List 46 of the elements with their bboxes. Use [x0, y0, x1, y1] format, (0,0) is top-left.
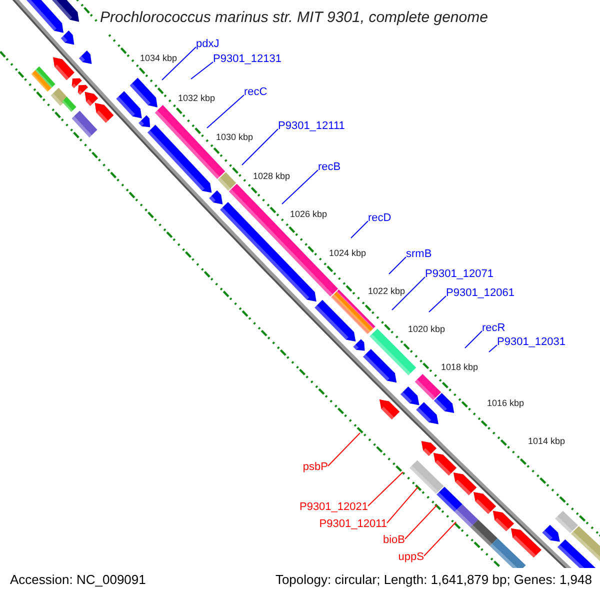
- scale-label: 1028 kbp: [253, 170, 290, 182]
- leader-line: [424, 522, 456, 556]
- scale-label: 1022 kbp: [368, 285, 406, 297]
- gene-label: recB: [318, 160, 341, 174]
- map-title: Prochlorococcus marinus str. MIT 9301, complete genome: [100, 9, 488, 27]
- gene-label: P9301_12021: [299, 500, 368, 514]
- leader-line: [464, 330, 482, 348]
- gene-label: bioB: [382, 533, 405, 547]
- scale-label: 1018 kbp: [441, 361, 478, 373]
- scale-label: 1014 kbp: [528, 435, 566, 447]
- leader-line: [282, 170, 318, 204]
- scale-label: 1032 kbp: [178, 92, 216, 104]
- scale-label: 1020 kbp: [408, 323, 446, 335]
- gene-label: P9301_12031: [497, 335, 566, 349]
- gene-label: recD: [368, 211, 392, 225]
- scale-label: 1024 kbp: [329, 247, 366, 259]
- leader-line: [488, 344, 498, 352]
- gene-label: P9301_12111: [278, 119, 345, 133]
- leader-line: [328, 432, 360, 466]
- gene-label: recC: [244, 85, 268, 99]
- gene-label: P9301_12061: [446, 286, 515, 300]
- leader-line: [350, 220, 368, 238]
- gene-label: srmB: [406, 247, 432, 261]
- accession-text: Accession: NC_009091: [10, 572, 146, 588]
- scale-label: 1016 kbp: [487, 397, 524, 409]
- leader-line: [428, 296, 446, 312]
- scale-label: 1030 kbp: [216, 131, 254, 143]
- leader-line: [162, 46, 196, 80]
- gene-label: P9301_12131: [213, 52, 282, 66]
- gene-label: recR: [482, 321, 506, 335]
- gene-label: uppS: [398, 550, 424, 564]
- gene-label: psbP: [302, 460, 328, 474]
- gene-label: P9301_12011: [319, 517, 387, 531]
- gene-label: pdxJ: [196, 37, 220, 51]
- leader-line: [404, 504, 438, 540]
- leader-line: [392, 276, 426, 310]
- leader-line: [388, 256, 406, 274]
- leader-line: [368, 472, 404, 506]
- genome-stats-text: Topology: circular; Length: 1,641,879 bp; Genes: 1,948: [275, 572, 592, 588]
- leader-line: [242, 128, 278, 166]
- scale-label: 1026 kbp: [290, 208, 328, 220]
- leader-line: [386, 486, 418, 524]
- leader-line: [206, 94, 244, 128]
- scale-label: 1034 kbp: [140, 52, 178, 64]
- gene-label: P9301_12071: [425, 267, 494, 281]
- leader-line: [190, 62, 214, 80]
